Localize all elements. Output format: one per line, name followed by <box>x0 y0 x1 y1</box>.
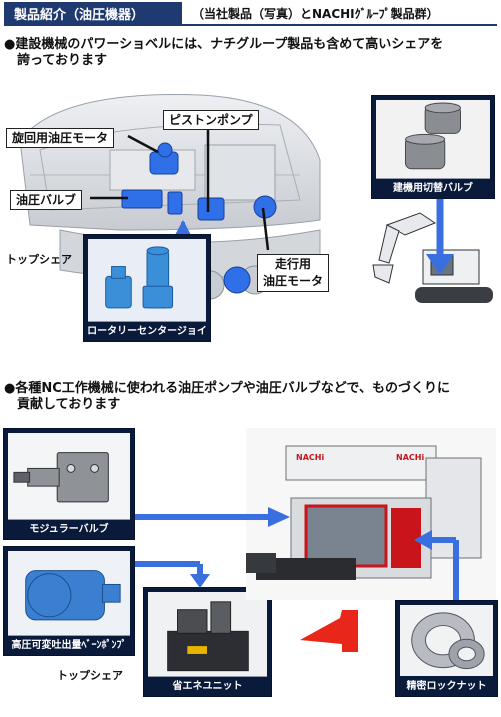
rotary-joint-caption: ロータリーセンタージョイント <box>87 326 207 355</box>
top-share-label-2: トップシェア <box>57 669 123 682</box>
energy-unit-photo <box>148 592 267 677</box>
section1-heading: ●建設機械のパワーショベルには、ナチグループ製品も含めて高いシェアを 誇っており… <box>4 37 499 69</box>
label-travel-motor: 走行用 油圧モータ <box>257 254 330 292</box>
section2-arrows <box>135 507 459 652</box>
page-subtitle: （当社製品（写真）とNACHIｸﾞﾙｰﾌﾟ製品群） <box>192 7 439 21</box>
modular-valve-card: モジュラーバルブ <box>3 428 135 540</box>
vane-pump-card: 高圧可変吐出量ﾍﾞｰﾝﾎﾟﾝﾌﾟ <box>3 546 135 656</box>
brand-logo-right: NACHi <box>396 453 424 462</box>
energy-unit-caption: 省エネユニット <box>172 681 243 692</box>
modular-valve-caption: モジュラーバルブ <box>29 524 109 535</box>
top-share-label-1: トップシェア <box>6 253 72 266</box>
energy-unit-card: 省エネユニット <box>143 587 272 697</box>
lock-nut-caption: 精密ロックナット <box>406 681 487 692</box>
label-travel-motor-line2: 油圧モータ <box>263 274 324 288</box>
label-piston-pump: ピストンポンプ <box>163 110 259 130</box>
vane-pump-photo <box>8 551 130 636</box>
rotary-joint-card: ロータリーセンタージョイント <box>83 234 211 355</box>
lock-nut-card: 精密ロックナット <box>395 600 498 697</box>
lock-nut-photo <box>400 605 493 677</box>
section1-heading-line2: 誇っております <box>4 53 107 68</box>
excavator-photo <box>365 205 498 320</box>
rotary-joint-photo <box>88 239 206 322</box>
modular-valve-photo <box>8 433 130 520</box>
switch-valve-caption: 建機用切替バルブ <box>393 183 473 194</box>
section2-heading-line1: ●各種NC工作機械に使われる油圧ポンプや油圧バルブなどで、ものづくりに <box>4 381 450 396</box>
switch-valve-card: 建機用切替バルブ <box>371 95 495 199</box>
label-travel-motor-line1: 走行用 <box>275 257 312 271</box>
label-hydraulic-valve: 油圧バルブ <box>10 190 83 210</box>
section1-heading-line1: ●建設機械のパワーショベルには、ナチグループ製品も含めて高いシェアを <box>4 37 444 52</box>
page-title-text: 製品紹介（油圧機器） <box>14 7 145 23</box>
vane-pump-caption: 高圧可変吐出量ﾍﾞｰﾝﾎﾟﾝﾌﾟ <box>11 640 127 651</box>
brand-logo-left: NACHi <box>296 453 324 462</box>
label-swing-motor: 旋回用油圧モータ <box>6 128 115 148</box>
section2-heading-line2: 貢献しております <box>4 397 121 412</box>
section2-heading: ●各種NC工作機械に使われる油圧ポンプや油圧バルブなどで、ものづくりに 貢献して… <box>4 381 499 413</box>
header-underline <box>4 24 497 26</box>
switch-valve-photo <box>376 100 490 179</box>
page-title: 製品紹介（油圧機器） <box>4 2 182 24</box>
arrow-to-excavator <box>426 199 454 275</box>
